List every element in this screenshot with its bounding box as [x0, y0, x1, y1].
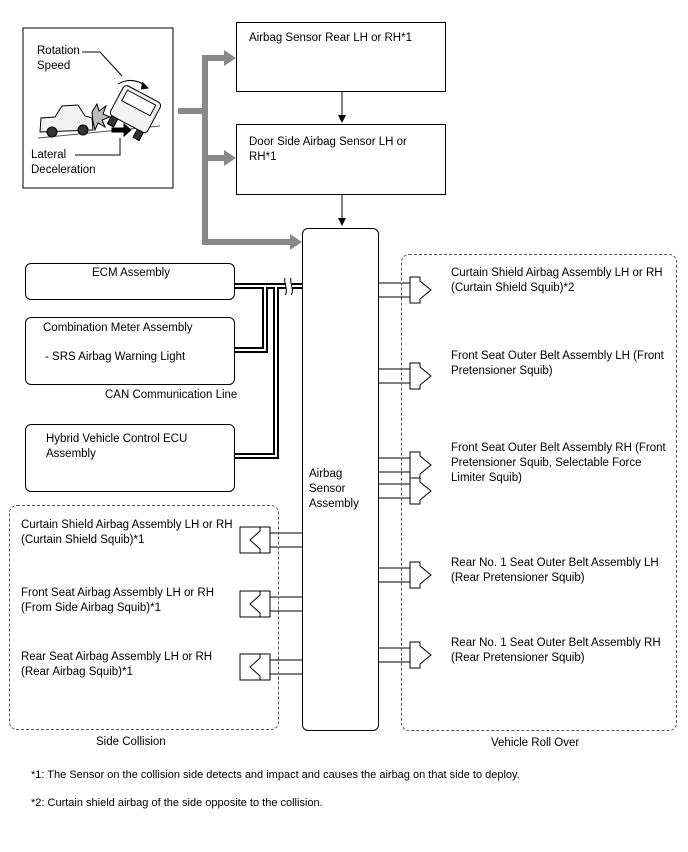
- side-collision-squib-icons: [239, 526, 271, 681]
- impact-icon: [91, 102, 112, 132]
- arrow-head-icon: [290, 234, 302, 250]
- arrow-head-icon: [224, 50, 236, 66]
- ecm-assembly-box: ECM Assembly: [25, 263, 235, 300]
- rear-sensor-label: Airbag Sensor Rear LH or RH*1: [249, 32, 412, 44]
- footnote-2: *2: Curtain shield airbag of the side op…: [31, 797, 323, 809]
- srs-warning-light-label: - SRS Airbag Warning Light: [45, 351, 186, 363]
- hybrid-ecu-label: Hybrid Vehicle Control ECU Assembly: [46, 433, 188, 460]
- sensor-signal-arrows: [178, 55, 292, 245]
- rollover-curtain-label: Curtain Shield Airbag Assembly LH or RH …: [451, 267, 663, 294]
- ecm-assembly-label: ECM Assembly: [92, 267, 170, 279]
- airbag-sensor-assembly-label: Airbag Sensor Assembly: [309, 468, 359, 510]
- footnote-1: *1: The Sensor on the collision side det…: [31, 769, 520, 781]
- lateral-deceleration-label: Lateral Deceleration: [31, 149, 96, 176]
- lateral-arrow-icon: [111, 122, 132, 138]
- airbag-sensor-assembly-box: Airbag Sensor Assembly: [302, 228, 379, 731]
- rollover-front-lh-label: Front Seat Outer Belt Assembly LH (Front…: [451, 350, 664, 377]
- combination-meter-box: Combination Meter Assembly - SRS Airbag …: [25, 317, 235, 385]
- combination-meter-label: Combination Meter Assembly: [43, 322, 193, 334]
- roll-over-group: [401, 254, 677, 731]
- side-collision-group: [9, 505, 279, 730]
- collision-illustration: [22, 27, 174, 189]
- side-squib-front-seat-label: Front Seat Airbag Assembly LH or RH (Fro…: [21, 587, 215, 614]
- rollover-front-rh-label: Front Seat Outer Belt Assembly RH (Front…: [451, 442, 666, 484]
- can-communication-line-label: CAN Communication Line: [105, 389, 238, 401]
- side-squib-curtain-label: Curtain Shield Airbag Assembly LH or RH …: [21, 519, 233, 546]
- door-sensor-label: Door Side Airbag Sensor LH or RH*1: [249, 136, 407, 163]
- side-collision-label: Side Collision: [96, 736, 166, 748]
- roll-over-label: Vehicle Roll Over: [491, 737, 580, 749]
- rotation-speed-label: Rotation Speed: [37, 45, 80, 72]
- car-rolling-icon: [106, 85, 162, 142]
- side-squib-rear-seat-label: Rear Seat Airbag Assembly LH or RH (Rear…: [21, 651, 213, 678]
- rollover-squib-icons: [409, 276, 432, 669]
- door-sensor-box: Door Side Airbag Sensor LH or RH*1: [236, 124, 446, 195]
- can-bus-lines: [235, 277, 302, 459]
- rollover-rear-rh-label: Rear No. 1 Seat Outer Belt Assembly RH (…: [451, 637, 661, 664]
- rear-sensor-box: Airbag Sensor Rear LH or RH*1: [236, 22, 446, 92]
- side-collision-squib-lines: [270, 532, 302, 675]
- rollover-squib-lines: [379, 282, 410, 663]
- car-side-icon: [39, 104, 94, 138]
- rollover-rear-lh-label: Rear No. 1 Seat Outer Belt Assembly LH (…: [451, 557, 659, 584]
- arrow-head-icon: [224, 150, 236, 166]
- hybrid-ecu-box: Hybrid Vehicle Control ECU Assembly: [25, 424, 235, 492]
